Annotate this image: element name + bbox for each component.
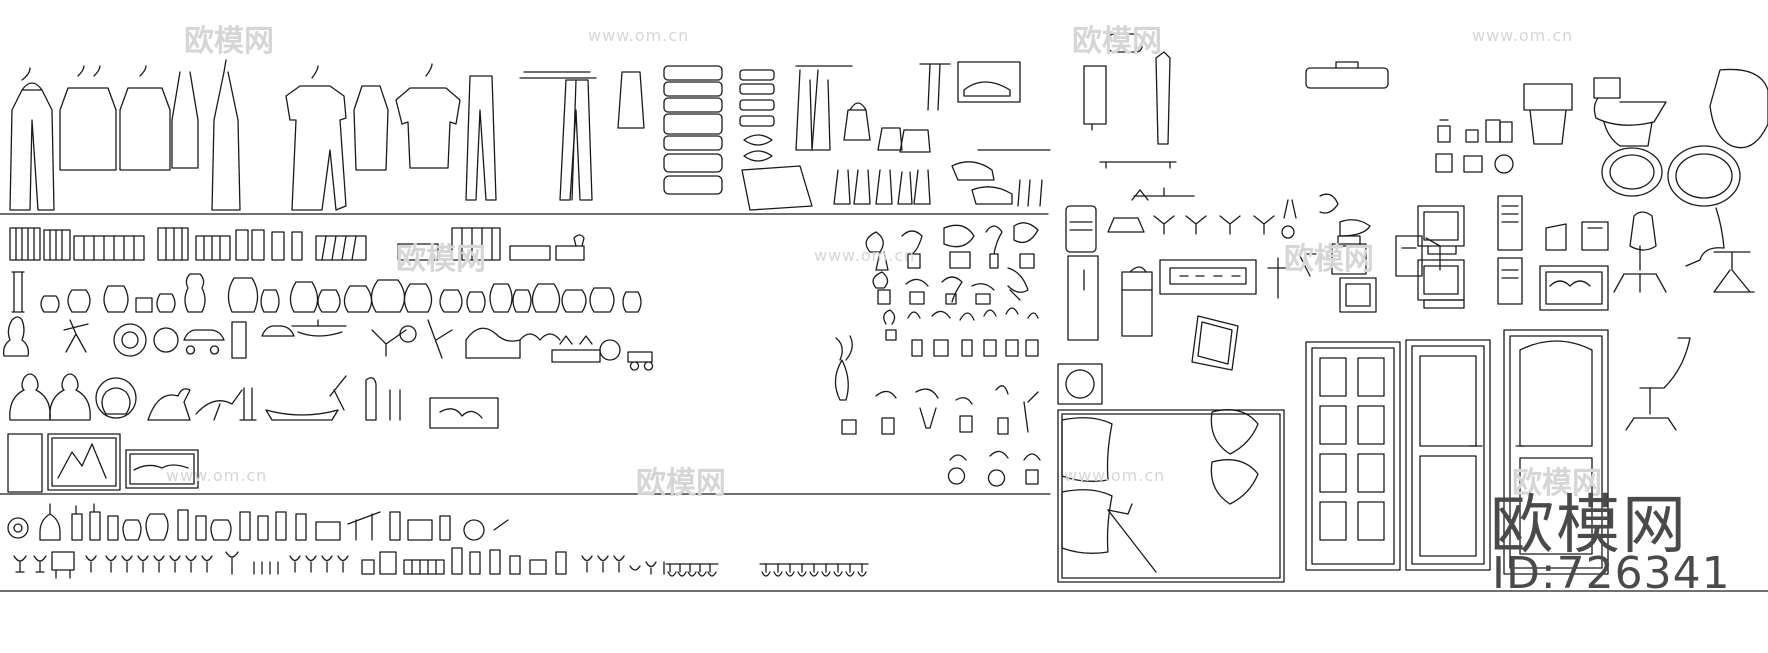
watermark-url: www.om.cn (1472, 26, 1574, 45)
bedroom-group (1057, 363, 1285, 583)
watermark-text: 欧模网 (1512, 466, 1602, 501)
brand-logo-text: 欧模网 (1490, 489, 1688, 563)
sanitary-group (1523, 68, 1768, 207)
watermark-text: 欧模网 (1072, 24, 1162, 59)
watermark-url: www.om.cn (166, 466, 268, 485)
ac-unit-group (1159, 219, 1441, 299)
trousers-group (465, 71, 645, 201)
figurines-group (2, 316, 654, 371)
glasses-group (13, 547, 665, 579)
books-group (9, 227, 585, 261)
vases-group (11, 271, 642, 313)
appliances-group (1065, 33, 1177, 341)
plants-group (834, 222, 1041, 487)
watermark-url: www.om.cn (814, 246, 916, 265)
watermark-text: 欧模网 (1284, 242, 1374, 277)
computers-group (1417, 195, 1609, 311)
watermark-text: 欧模网 (184, 24, 274, 59)
paintings-group (7, 433, 199, 493)
coat-rack-group (795, 65, 931, 205)
folded-towels-group (663, 65, 813, 211)
watermark-url: www.om.cn (1064, 466, 1166, 485)
shirts-group (285, 63, 461, 211)
statues-group (9, 373, 499, 429)
shoes-frame-group (919, 61, 1051, 207)
watermark-text: 欧模网 (396, 242, 486, 277)
lamps-group (1133, 187, 1339, 277)
chairs-group (1191, 207, 1755, 431)
bottles-group (7, 503, 509, 541)
watermark-text: 欧模网 (636, 466, 726, 501)
toiletries-group (1305, 61, 1514, 174)
hanging-coats-group (9, 59, 241, 211)
glass-racks-group (665, 563, 869, 577)
model-id-label: ID:726341 (1492, 548, 1731, 599)
doors-group (1305, 329, 1609, 575)
watermark-url: www.om.cn (588, 26, 690, 45)
